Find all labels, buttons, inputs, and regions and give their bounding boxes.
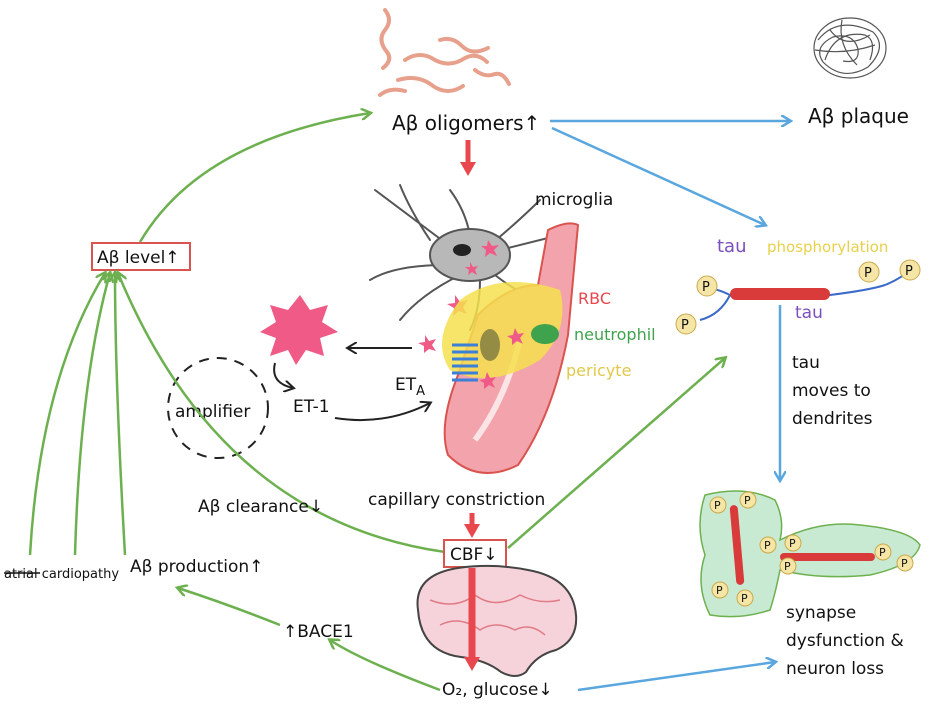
et1-star-icon: [260, 295, 338, 365]
ab-production-label: Aβ production↑: [130, 557, 263, 577]
tau-phosphorylation-label: phosphorylation: [767, 238, 888, 256]
ab-plaque-icon: [813, 17, 887, 79]
synapse-line1: synapse: [786, 603, 856, 623]
eta-label: ETA: [395, 375, 425, 399]
svg-text:P: P: [716, 584, 723, 597]
capillary-constriction-label: capillary constriction: [368, 490, 545, 510]
ab-clearance-label: Aβ clearance↓: [198, 497, 323, 517]
arrow-production-to-level-2: [115, 273, 127, 556]
svg-text:P: P: [784, 560, 791, 573]
svg-text:P: P: [864, 266, 872, 281]
tau-moves-line1: tau: [792, 353, 820, 373]
arrow-level-to-oligomers: [138, 113, 370, 243]
ab-level-box: [91, 242, 191, 271]
svg-text:P: P: [744, 494, 751, 507]
svg-text:P: P: [764, 539, 771, 552]
tau-title-label: tau: [717, 236, 747, 257]
svg-text:P: P: [879, 546, 886, 559]
arrow-o2-to-synapse: [577, 662, 775, 692]
neutrophil-label: neutrophil: [574, 325, 656, 344]
amplifier-loop: [167, 357, 269, 459]
ab-plaque-label: Aβ plaque: [808, 104, 909, 128]
svg-text:P: P: [741, 592, 748, 605]
arrow-bace1-to-production: [178, 588, 281, 627]
arrow-atrial-to-level: [28, 273, 105, 556]
amplifier-label: amplifier: [175, 402, 250, 422]
brain-icon: [416, 564, 578, 677]
arrow-et1-to-eta: [334, 403, 430, 422]
bace1-label: ↑BACE1: [283, 622, 354, 642]
cbf-label: CBF↓: [450, 545, 498, 565]
arrow-cbf-to-level: [118, 273, 446, 554]
svg-text:P: P: [681, 318, 689, 333]
tau-moves-line3: dendrites: [792, 409, 873, 429]
arrow-star-to-et1: [273, 362, 293, 388]
capillary-icon: [442, 222, 580, 474]
arrow-cbf-to-tau: [507, 358, 725, 549]
arrow-oligomers-to-tau: [551, 126, 765, 225]
tau-moves-line2: moves to: [792, 381, 871, 401]
svg-text:P: P: [905, 264, 913, 279]
svg-text:P: P: [901, 557, 908, 570]
ab-level-label: Aβ level↑: [97, 248, 180, 268]
svg-text:P: P: [702, 280, 710, 295]
et1-label: ET-1: [293, 397, 330, 417]
rbc-label: RBC: [578, 289, 611, 308]
synapse-line3: neuron loss: [786, 659, 884, 679]
atrial-cardiopathy-label: atrial cardiopathy: [4, 567, 119, 582]
arrow-production-to-level-1: [73, 273, 110, 556]
svg-text:P: P: [714, 499, 721, 512]
svg-text:P: P: [789, 537, 796, 550]
o2-glucose-label: O₂, glucose↓: [442, 680, 553, 700]
tau-strand-label: tau: [795, 303, 823, 323]
ab-fibril-icon: [378, 8, 511, 97]
dendrite-icon: P P P P P P P P P: [699, 490, 921, 618]
microglia-label: microglia: [535, 190, 613, 210]
synapse-line2: dysfunction &: [786, 631, 904, 651]
ab-oligomers-label: Aβ oligomers↑: [392, 111, 540, 135]
pericyte-label: pericyte: [566, 361, 631, 380]
arrow-o2-to-bace1: [330, 640, 441, 692]
tau-strand-icon: P P P P: [675, 259, 921, 335]
